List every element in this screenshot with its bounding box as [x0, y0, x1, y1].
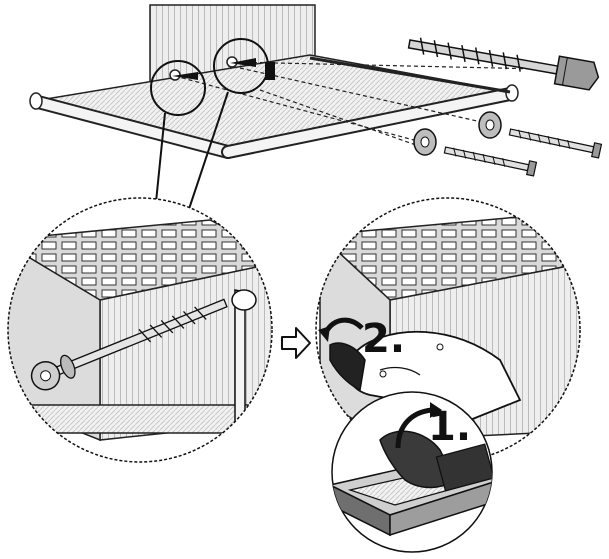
callout-circle — [150, 60, 206, 116]
detail-circle-right — [315, 197, 581, 463]
screw-icon — [30, 298, 228, 391]
curved-arrow-icon — [395, 402, 442, 449]
top-assembly — [29, 4, 586, 213]
step-label-2: 2. — [362, 316, 405, 362]
screw-icon — [443, 128, 603, 177]
detail-circle-left — [7, 197, 273, 463]
detail-circle-small — [331, 391, 493, 553]
screw-icon — [407, 37, 600, 91]
washer-icon — [413, 111, 502, 156]
curved-arrow-icon — [318, 317, 364, 342]
step-label-1: 1. — [428, 404, 471, 450]
callout-circle — [213, 38, 269, 94]
outline-arrow-right-icon — [281, 327, 311, 359]
front-rail — [29, 84, 519, 159]
